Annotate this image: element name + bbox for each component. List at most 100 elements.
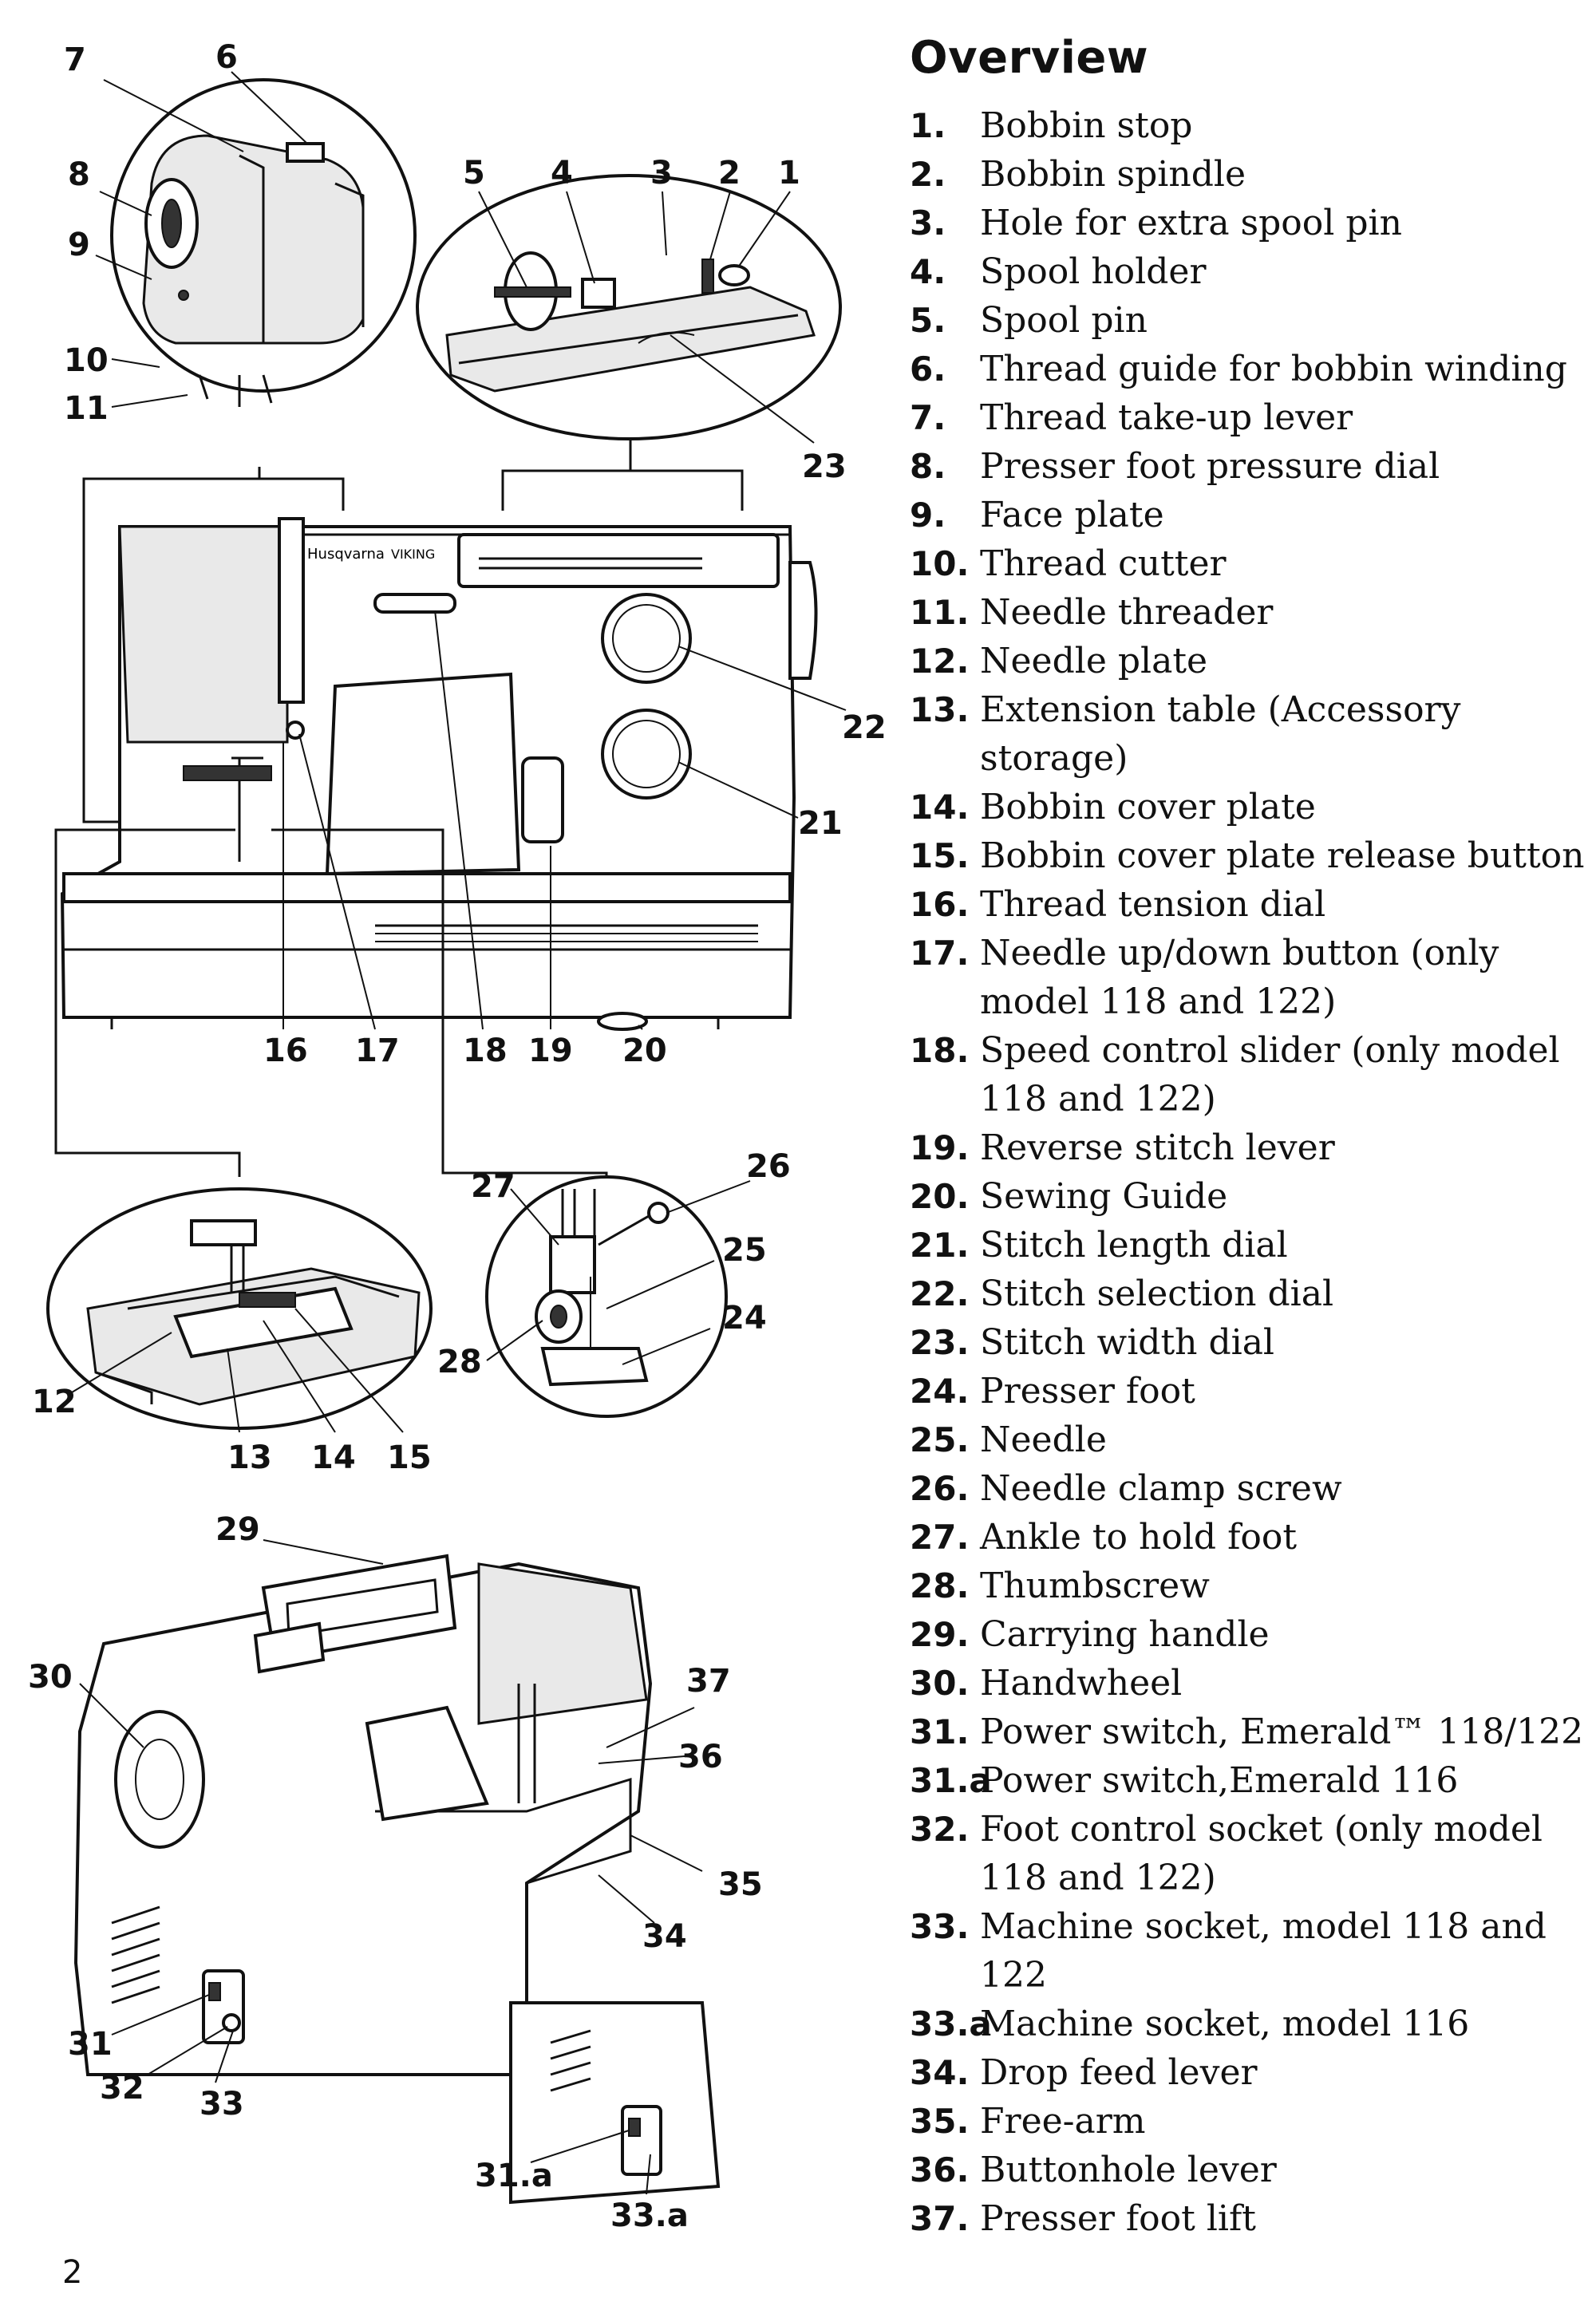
list-item: 31.Power switch, Emerald™ 118/122 <box>910 1708 1588 1756</box>
part-number: 16. <box>910 885 970 924</box>
list-item: 27. Ankle to hold foot <box>910 1513 1588 1562</box>
list-item: 24. Presser foot <box>910 1367 1588 1416</box>
callout-23: 23 <box>802 448 847 485</box>
callout-32: 32 <box>100 2070 144 2107</box>
part-number: 6. <box>910 349 946 389</box>
callout-31: 31 <box>68 2026 113 2063</box>
part-number: 12. <box>910 642 970 681</box>
part-label: Bobbin spindle <box>980 154 1246 195</box>
list-item: 30. Handwheel <box>910 1659 1588 1708</box>
part-number: 35. <box>910 2102 970 2141</box>
list-item: 29. Carrying handle <box>910 1610 1588 1659</box>
part-label: Bobbin stop <box>980 105 1193 146</box>
list-item: 12.Needle plate <box>910 637 1588 685</box>
list-item: 9.Face plate <box>910 491 1588 539</box>
part-number: 36. <box>910 2150 970 2190</box>
part-number: 15. <box>910 836 970 875</box>
list-item: 7.Thread take-up lever <box>910 393 1588 442</box>
part-label: Thread cutter <box>980 543 1227 584</box>
callout-35: 35 <box>718 1866 763 1903</box>
callout-1: 1 <box>778 155 800 192</box>
list-item: 11.Needle threader <box>910 588 1588 637</box>
part-label: Face plate <box>980 495 1164 535</box>
part-number: 28. <box>910 1566 970 1605</box>
callout-26: 26 <box>746 1148 791 1185</box>
part-label: Handwheel <box>980 1663 1183 1704</box>
part-number: 33. <box>910 1907 970 1946</box>
detail-presser-foot <box>485 1175 728 1418</box>
part-label: Hole for extra spool pin <box>980 203 1402 243</box>
part-label: Presser foot lift <box>980 2198 1256 2239</box>
callout-12: 12 <box>32 1384 77 1420</box>
callout-37: 37 <box>686 1663 731 1700</box>
part-label: Thumbscrew <box>980 1566 1210 1606</box>
part-number: 10. <box>910 544 970 583</box>
list-item: 10. Thread cutter <box>910 539 1588 588</box>
part-label: Thread take-up lever <box>980 397 1353 438</box>
list-item: 18.Speed control slider (only model 118 … <box>910 1026 1588 1123</box>
part-number: 13. <box>910 690 970 729</box>
callout-5: 5 <box>463 155 485 192</box>
part-label: Sewing Guide <box>980 1176 1228 1217</box>
part-number: 31.a <box>910 1761 992 1800</box>
part-label: Presser foot <box>980 1371 1195 1412</box>
part-number: 25. <box>910 1420 970 1459</box>
list-item: 17.Needle up/down button (only model 118… <box>910 929 1588 1026</box>
brand-label-2: VIKING <box>391 547 435 562</box>
callout-33a: 33.a <box>610 2197 689 2234</box>
callout-7: 7 <box>64 41 86 78</box>
part-number: 33.a <box>910 2004 992 2043</box>
part-label: Bobbin cover plate <box>980 787 1316 827</box>
callout-25: 25 <box>722 1232 767 1269</box>
part-number: 1. <box>910 106 946 145</box>
part-number: 17. <box>910 934 970 973</box>
list-item: 1. Bobbin stop <box>910 101 1588 150</box>
part-number: 8. <box>910 447 946 486</box>
part-number: 18. <box>910 1031 970 1070</box>
part-label: Extension table (Accessory storage) <box>980 689 1461 779</box>
list-item: 16.Thread tension dial <box>910 880 1588 929</box>
part-number: 24. <box>910 1372 970 1411</box>
part-number: 31. <box>910 1712 970 1751</box>
list-item: 5.Spool pin <box>910 296 1588 345</box>
part-label: Presser foot pressure dial <box>980 446 1440 487</box>
part-label: Machine socket, model 116 <box>980 2004 1470 2044</box>
part-label: Foot control socket (only model 118 and … <box>980 1809 1543 1898</box>
part-number: 14. <box>910 788 970 827</box>
overview-heading: Overview <box>910 32 1149 84</box>
leader-lines <box>71 71 847 2195</box>
part-label: Power switch,Emerald 116 <box>980 1760 1459 1801</box>
detail-spool-area <box>416 174 842 440</box>
part-label: Ankle to hold foot <box>980 1517 1298 1558</box>
list-item: 26.Needle clamp screw <box>910 1464 1588 1513</box>
part-number: 29. <box>910 1615 970 1654</box>
list-item: 37.Presser foot lift <box>910 2194 1588 2243</box>
part-label: Carrying handle <box>980 1614 1270 1655</box>
callout-17: 17 <box>355 1033 400 1069</box>
list-item: 13. Extension table (Accessory storage) <box>910 685 1588 783</box>
list-item: 25. Needle <box>910 1416 1588 1464</box>
part-number: 30. <box>910 1664 970 1703</box>
list-item: 19.Reverse stitch lever <box>910 1123 1588 1172</box>
callout-numbers: 7 6 8 9 10 11 5 4 3 2 1 23 22 21 16 17 1… <box>28 39 886 2234</box>
callout-14: 14 <box>311 1439 356 1476</box>
callout-13: 13 <box>227 1439 272 1476</box>
part-number: 26. <box>910 1469 970 1508</box>
callout-16: 16 <box>263 1033 308 1069</box>
part-number: 4. <box>910 252 946 291</box>
list-item: 32. Foot control socket (only model 118 a… <box>910 1805 1588 1902</box>
callout-20: 20 <box>622 1033 667 1069</box>
sewing-machine-illustration: Husqvarna VIKING <box>28 39 886 2234</box>
list-item: 15.Bobbin cover plate release button <box>910 831 1588 880</box>
part-number: 32. <box>910 1810 970 1849</box>
list-item: 35.Free-arm <box>910 2097 1588 2146</box>
callout-28: 28 <box>437 1344 482 1380</box>
part-label: Needle <box>980 1420 1107 1460</box>
callout-27: 27 <box>471 1168 516 1205</box>
list-item: 36.Buttonhole lever <box>910 2146 1588 2194</box>
part-number: 27. <box>910 1518 970 1557</box>
